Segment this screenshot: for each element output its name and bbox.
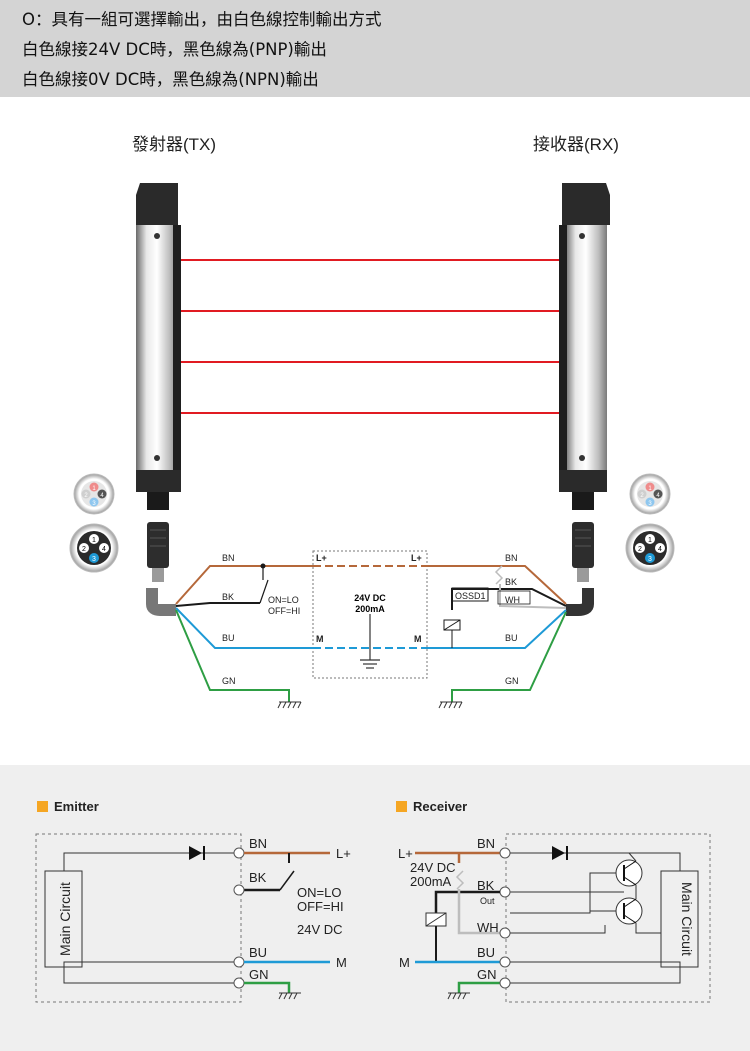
svg-text:2: 2 [638,546,642,553]
svg-text:1: 1 [648,537,652,544]
emitter-pinout-small: 1 2 4 3 [73,473,115,515]
svg-text:4: 4 [656,493,660,499]
receiver-voltage: 24V DC [410,860,456,875]
receiver-bk: BK [477,878,495,893]
banner-line-1: O：具有一組可選擇輸出，由白色線控制輸出方式 [22,10,382,29]
power-supply-box [312,550,428,679]
receiver-device [559,183,610,510]
label-bu-tx: BU [222,633,235,643]
supply-current: 200mA [355,604,385,614]
info-banner: O：具有一組可選擇輸出，由白色線控制輸出方式 白色線接24V DC時，黑色線為(… [0,0,750,97]
svg-text:3: 3 [92,556,96,563]
receiver-out: Out [480,896,495,906]
svg-text:1: 1 [648,486,652,492]
emitter-main-circuit: Main Circuit [57,882,73,956]
emitter-wires [175,563,313,709]
label-bn-rx: BN [505,553,518,563]
receiver-bu: BU [477,945,495,960]
receiver-title: Receiver [413,799,467,814]
emitter-circuit: Main Circuit BN L+ BK [35,833,351,1003]
emitter-gn: GN [249,967,269,982]
wh-box [497,590,531,605]
receiver-lplus: L+ [398,846,413,861]
svg-text:4: 4 [658,546,662,553]
svg-text:3: 3 [92,501,96,507]
circuit-diagrams: Emitter Receiver Main Circuit [35,799,711,1003]
svg-text:2: 2 [82,546,86,553]
svg-text:4: 4 [100,493,104,499]
receiver-current: 200mA [410,874,452,889]
label-gn-tx: GN [222,676,236,686]
svg-text:3: 3 [648,556,652,563]
banner-line-3: 白色線接0V DC時，黑色線為(NPN)輸出 [22,70,319,89]
label-lplus-right: L+ [411,553,422,563]
receiver-m: M [399,955,410,970]
label-m-left: M [316,634,324,644]
receiver-gn: GN [477,967,497,982]
label-lplus-left: L+ [316,553,327,563]
wiring-diagram: 發射器(TX) 接收器(RX) 1 2 4 3 [69,135,675,709]
switch-off-hi: OFF=HI [268,606,300,616]
label-gn-rx: GN [505,676,519,686]
emitter-bk: BK [249,870,267,885]
receiver-pinout-large: 1 2 4 3 [625,523,675,573]
label-wh-rx: WH [505,595,520,605]
emitter-m: M [336,955,347,970]
ossd-box [451,587,489,602]
banner-line-2: 白色線接24V DC時，黑色線為(PNP)輸出 [22,40,327,59]
label-m-right: M [414,634,422,644]
receiver-cable [566,522,594,616]
light-beams [181,259,559,414]
receiver-wh: WH [477,920,499,935]
receiver-pinout-small: 1 2 4 3 [629,473,671,515]
receiver-wires [427,565,567,709]
label-bu-rx: BU [505,633,518,643]
receiver-circuit: Main Circuit [398,833,711,1003]
label-ossd: OSSD1 [455,591,486,601]
supply-ground-icon [360,614,380,669]
svg-text:4: 4 [102,546,106,553]
label-bn-tx: BN [222,553,235,563]
switch-on-lo: ON=LO [268,595,299,605]
emitter-bu: BU [249,945,267,960]
emitter-cable [146,522,176,616]
emitter-square-icon [37,801,48,812]
label-bk-tx: BK [222,592,234,602]
svg-text:1: 1 [92,537,96,544]
emitter-device [136,183,181,510]
emitter-title: Emitter [54,799,99,814]
emitter-bn: BN [249,836,267,851]
receiver-main-circuit: Main Circuit [679,882,695,956]
svg-text:2: 2 [640,493,644,499]
circuit-panel: Emitter Receiver Main Circuit [0,765,750,1051]
supply-voltage: 24V DC [354,593,386,603]
emitter-lplus: L+ [336,846,351,861]
emitter-on-lo: ON=LO [297,885,341,900]
emitter-voltage: 24V DC [297,922,343,937]
label-bk-rx: BK [505,577,517,587]
svg-text:1: 1 [92,486,96,492]
receiver-square-icon [396,801,407,812]
emitter-off-hi: OFF=HI [297,899,344,914]
emitter-pinout-large: 1 2 4 3 [69,523,119,573]
tx-label: 發射器(TX) [132,135,216,154]
svg-text:2: 2 [84,493,88,499]
rx-label: 接收器(RX) [533,135,619,154]
svg-text:3: 3 [648,501,652,507]
receiver-bn: BN [477,836,495,851]
